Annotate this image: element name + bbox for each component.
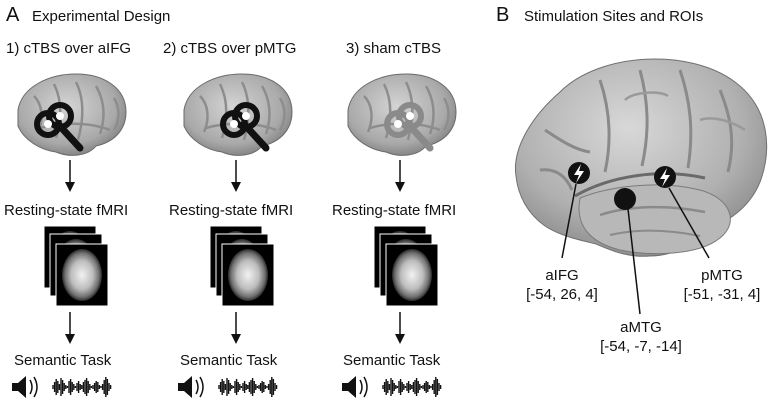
lightning-icon [660, 168, 670, 187]
amtg-label: aMTG [-54, -7, -14] [596, 318, 686, 356]
waveform-icon [52, 377, 112, 397]
semantic-task-label: Semantic Task [343, 352, 441, 369]
arrow-down-icon [395, 312, 405, 344]
waveform-icon [382, 377, 442, 397]
condition-title: 2) cTBS over pMTG [163, 40, 297, 57]
resting-state-label: Resting-state fMRI [4, 202, 129, 219]
panel-a-title: Experimental Design [32, 8, 171, 25]
mri-slices-icon [373, 225, 439, 307]
tms-coil-icon [384, 102, 434, 152]
panel-b-letter: B [496, 4, 510, 26]
mri-slices-icon [209, 225, 275, 307]
panel-a-letter: A [6, 4, 20, 26]
site-coords: [-51, -31, 4] [683, 286, 761, 303]
site-coords: [-54, -7, -14] [600, 338, 682, 355]
large-brain-icon [514, 58, 768, 257]
condition-2-graphics-group [178, 73, 293, 398]
semantic-task-label: Semantic Task [14, 352, 112, 369]
lightning-icon [574, 164, 584, 183]
pmtg-label: pMTG [-51, -31, 4] [676, 266, 768, 304]
mri-slices-icon [43, 225, 109, 307]
speaker-icon [12, 376, 38, 398]
arrow-down-icon [65, 160, 75, 192]
arrow-down-icon [395, 160, 405, 192]
amtg-leader-line [627, 208, 641, 315]
resting-state-label: Resting-state fMRI [332, 202, 457, 219]
arrow-down-icon [231, 160, 241, 192]
condition-1-graphics-group [12, 73, 127, 398]
tms-coil-icon [220, 102, 270, 152]
amtg-site-marker [614, 188, 636, 210]
panel-b-title: Stimulation Sites and ROIs [524, 8, 704, 25]
aifg-leader-line [561, 183, 577, 259]
aifg-site-marker [568, 162, 590, 184]
pmtg-site-marker [654, 166, 676, 188]
pmtg-leader-line [668, 187, 710, 259]
tms-coil-icon [34, 102, 84, 152]
arrow-down-icon [231, 312, 241, 344]
condition-title: 1) cTBS over aIFG [6, 40, 132, 57]
site-name: aMTG [620, 319, 662, 336]
site-name: pMTG [701, 267, 743, 284]
resting-state-label: Resting-state fMRI [169, 202, 294, 219]
semantic-task-label: Semantic Task [180, 352, 278, 369]
condition-title: 3) sham cTBS [346, 40, 442, 57]
condition-column-1: 1) cTBS over aIFG Resting-state fMRI Sem… [0, 0, 160, 407]
speaker-icon [178, 376, 204, 398]
site-coords: [-54, 26, 4] [526, 286, 598, 303]
condition-3-graphics-group [342, 73, 457, 398]
waveform-icon [218, 377, 278, 397]
speaker-icon [342, 376, 368, 398]
aifg-label: aIFG [-54, 26, 4] [522, 266, 602, 304]
arrow-down-icon [65, 312, 75, 344]
site-name: aIFG [545, 267, 579, 284]
